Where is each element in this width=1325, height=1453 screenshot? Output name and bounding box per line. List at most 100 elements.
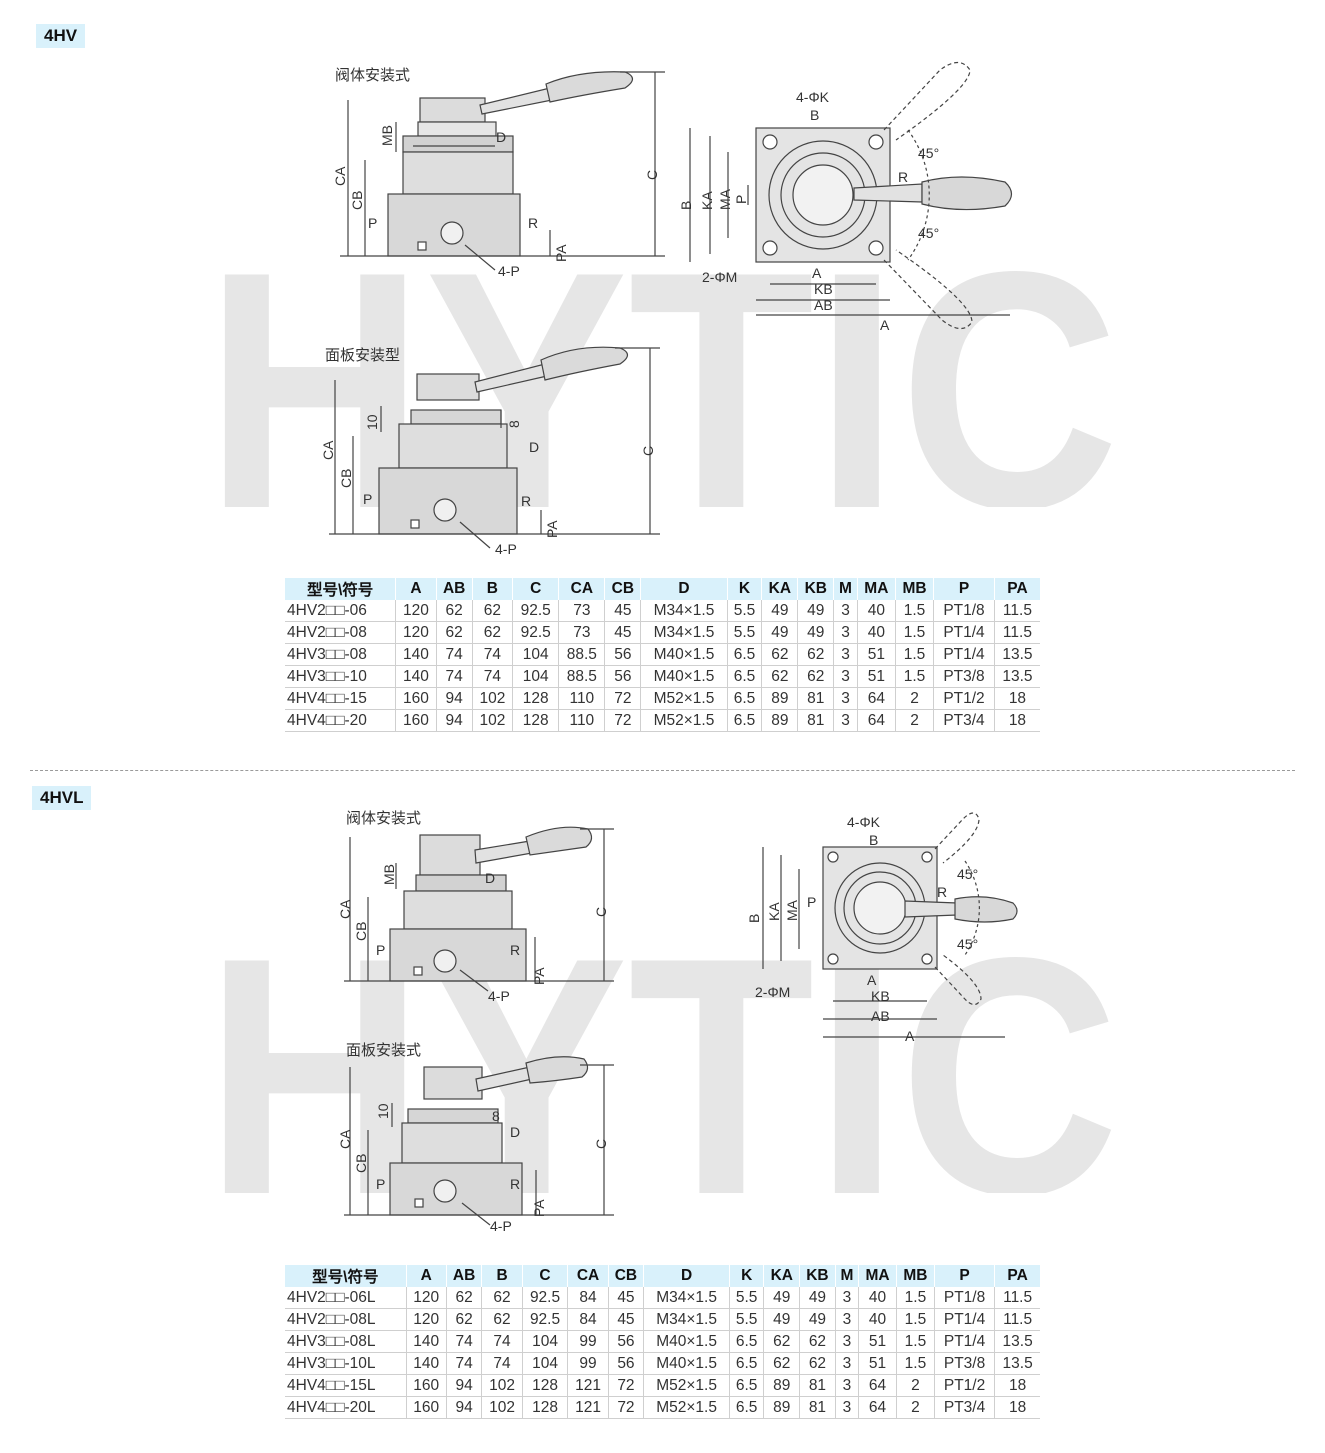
table-cell: 89	[763, 1374, 801, 1397]
table-cell: 102	[481, 1396, 523, 1419]
column-header: AB	[446, 1265, 483, 1287]
column-header: CB	[604, 578, 642, 600]
table-cell: 2	[896, 1396, 935, 1419]
table-cell: 72	[608, 1396, 645, 1419]
table-cell: 128	[512, 687, 560, 710]
table-cell: 104	[512, 665, 560, 688]
dim-8: 8	[492, 1108, 500, 1124]
angle-upper: 45°	[918, 145, 939, 161]
table-cell: 6.5	[727, 665, 763, 688]
table-cell: PT1/4	[934, 1330, 996, 1353]
table-cell: 120	[406, 1308, 447, 1331]
dim-10: 10	[375, 1103, 391, 1119]
section-divider	[30, 770, 1295, 771]
dim-a-center: A	[867, 972, 877, 988]
table-cell: 1.5	[896, 1330, 935, 1353]
column-header: CA	[567, 1265, 609, 1287]
table-cell: 3	[835, 1352, 860, 1375]
view-title: 面板安装型	[325, 346, 400, 364]
table-cell: M52×1.5	[640, 709, 728, 732]
table-cell: 74	[481, 1330, 523, 1353]
column-header: 型号\符号	[285, 1265, 407, 1287]
column-header: MB	[896, 1265, 935, 1287]
table-cell: 73	[558, 621, 606, 644]
table-cell: 89	[761, 709, 799, 732]
table-cell: 84	[567, 1287, 609, 1309]
dim-c: C	[593, 1139, 609, 1149]
table-cell: 49	[797, 621, 835, 644]
table-cell: 62	[797, 643, 835, 666]
table-cell: 140	[406, 1330, 447, 1353]
dim-port: 4-P	[498, 263, 520, 279]
dim-pa: PA	[553, 244, 569, 262]
table-cell: 13.5	[994, 1352, 1040, 1375]
table-cell: 6.5	[727, 709, 763, 732]
table-cell: 51	[857, 643, 896, 666]
table-cell: 3	[835, 1330, 860, 1353]
table-cell: 128	[512, 709, 560, 732]
column-header: PA	[994, 1265, 1040, 1287]
dim-a: A	[880, 317, 890, 333]
table-cell: 4HV3□□-10	[285, 665, 397, 688]
table-cell: 88.5	[558, 665, 606, 688]
dim-ab: AB	[871, 1008, 890, 1024]
dim-b-top: B	[810, 107, 819, 123]
table-cell: 2	[895, 709, 935, 732]
column-header: P	[934, 1265, 996, 1287]
dim-d: D	[485, 870, 495, 886]
table-cell: 89	[763, 1396, 801, 1419]
dim-c: C	[640, 446, 656, 456]
column-header: K	[729, 1265, 765, 1287]
table-cell: M40×1.5	[640, 665, 728, 688]
table-cell: 49	[797, 600, 835, 622]
table-cell: 4HV4□□-15L	[285, 1374, 407, 1397]
table-cell: PT1/8	[933, 600, 995, 622]
watermark-text: HYTIC	[205, 262, 1120, 507]
section-tag-4hvl: 4HVL	[32, 786, 92, 810]
table-cell: 62	[761, 643, 799, 666]
dim-cb: CB	[338, 469, 354, 488]
dim-p: P	[376, 1176, 385, 1192]
table-cell: 18	[994, 709, 1040, 732]
dim-port: 4-P	[488, 988, 510, 1004]
table-cell: 102	[472, 709, 514, 732]
angle-lower: 45°	[957, 936, 978, 952]
table-cell: 89	[761, 687, 799, 710]
side-view-panel-mount: 面板安装式 CA CB 10 8 D P R PA 4-P C	[337, 1041, 614, 1234]
table-cell: 5.5	[729, 1308, 765, 1331]
table-cell: 74	[472, 665, 514, 688]
dim-cb: CB	[353, 1154, 369, 1173]
table-cell: 56	[604, 665, 642, 688]
table-cell: 140	[406, 1352, 447, 1375]
table-cell: M40×1.5	[643, 1330, 730, 1353]
table-cell: 3	[833, 665, 858, 688]
dim-r: R	[937, 884, 947, 900]
view-title: 阀体安装式	[335, 67, 410, 84]
table-cell: 120	[395, 600, 437, 622]
table-cell: 3	[833, 687, 858, 710]
table-cell: 62	[763, 1330, 801, 1353]
table-cell: 11.5	[994, 1308, 1040, 1331]
table-cell: 5.5	[727, 600, 763, 622]
column-header: CB	[608, 1265, 645, 1287]
table-cell: 74	[436, 665, 473, 688]
table-cell: 120	[395, 621, 437, 644]
table-cell: 62	[481, 1308, 523, 1331]
dim-ab: AB	[814, 297, 833, 313]
column-header: A	[395, 578, 437, 600]
table-cell: 81	[799, 1396, 836, 1419]
dim-cb: CB	[349, 191, 365, 210]
table-cell: 51	[858, 1330, 897, 1353]
column-header: D	[643, 1265, 730, 1287]
dim-p: P	[733, 195, 749, 204]
